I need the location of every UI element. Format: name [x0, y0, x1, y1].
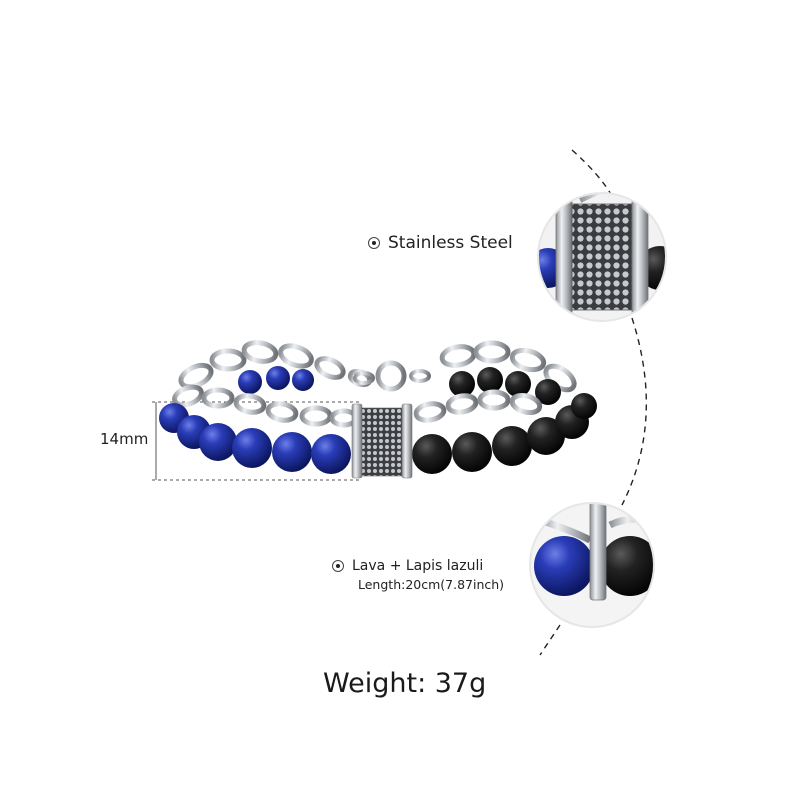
- stone-callout: Lava + Lapis lazuli: [332, 558, 483, 574]
- bullet-dot-icon: [332, 560, 344, 572]
- lapis-beads-front: [159, 403, 351, 474]
- toggle-clasp-icon: [353, 337, 431, 392]
- weight-label: Weight: 37g: [323, 668, 487, 699]
- length-label: Length:20cm(7.87inch): [358, 577, 505, 592]
- material-callout: Stainless Steel: [368, 233, 513, 253]
- bullet-dot-icon: [368, 237, 380, 249]
- material-label: Stainless Steel: [388, 233, 513, 253]
- detail-zoom-beads: [529, 502, 655, 628]
- lava-beads-front: [412, 393, 597, 474]
- chain-front: [172, 384, 543, 428]
- stone-label: Lava + Lapis lazuli: [352, 558, 484, 574]
- lava-beads-back: [449, 367, 561, 405]
- width-label: 14mm: [100, 430, 149, 448]
- detail-zoom-steel: [537, 192, 667, 322]
- steel-center-bar: [351, 403, 413, 479]
- width-dimension-lines: [152, 401, 360, 481]
- lapis-beads-back: [238, 366, 314, 394]
- callout-dashed-lines: [539, 149, 647, 656]
